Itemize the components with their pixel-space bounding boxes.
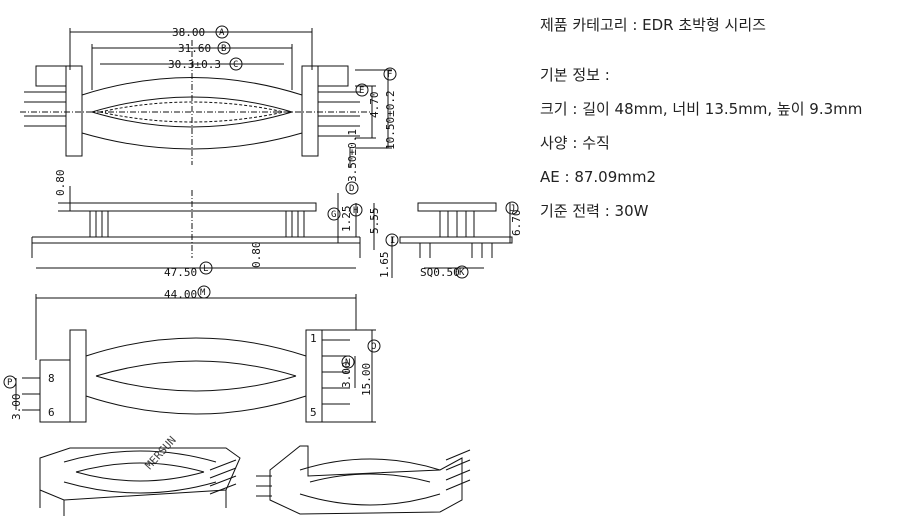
label-d: D (349, 184, 354, 194)
dim-n: 3.00 (340, 362, 353, 389)
end-view (399, 202, 513, 269)
top-view (20, 28, 392, 168)
label-e: E (359, 86, 364, 96)
dim-l: 47.50 (164, 266, 197, 279)
side-view (31, 186, 393, 278)
dim-m: 44.00 (164, 288, 197, 301)
dim-h: 1.25 (340, 206, 353, 233)
dim-k: SQ0.50 (420, 266, 460, 279)
pin-1: 1 (310, 332, 317, 345)
dim-d: 3.50±0.1 (346, 129, 359, 182)
dim-e: 4.70 (368, 92, 381, 119)
pin-6: 6 (48, 406, 55, 419)
dim-p: 3.00 (10, 394, 23, 421)
label-b: B (221, 44, 226, 54)
pin-5: 5 (310, 406, 317, 419)
label-c: C (233, 60, 238, 70)
label-i: I (390, 236, 395, 246)
pin-8: 8 (48, 372, 55, 385)
label-f: F (387, 70, 392, 80)
label-j: J (510, 204, 515, 214)
label-p: P (7, 378, 13, 388)
dim-f: 10.50±0.2 (384, 90, 397, 150)
label-n: N (345, 358, 350, 368)
dim-o: 15.00 (360, 363, 373, 396)
dim-b: 31.60 (178, 42, 211, 55)
dim-c: 30.3±0.3 (168, 58, 221, 71)
orientation-spec: 사양 : 수직 (540, 134, 610, 152)
label-a: A (219, 28, 225, 38)
label-g: G (331, 210, 336, 220)
dim-a: 38.00 (172, 26, 205, 39)
ae-spec: AE : 87.09mm2 (540, 168, 657, 186)
isometric-view-left (39, 447, 241, 516)
size-spec: 크기 : 길이 48mm, 너비 13.5mm, 높이 9.3mm (540, 100, 863, 118)
technical-drawing: 38.00 31.60 30.3±0.3 4.70 10.50±0.2 3.50… (3, 25, 520, 516)
label-m: M (200, 288, 206, 298)
dim-g: 0.80 (54, 170, 67, 197)
isometric-view-right (256, 445, 471, 515)
basic-info-heading: 기본 정보 : (540, 66, 610, 84)
dim-j: 6.70 (510, 210, 520, 237)
label-o: O (371, 342, 376, 352)
product-info: 제품 카테고리 : EDR 초박형 시리즈 기본 정보 : 크기 : 길이 48… (540, 8, 895, 228)
dim-l2: 0.80 (250, 242, 263, 269)
product-category: 제품 카테고리 : EDR 초박형 시리즈 (540, 16, 766, 34)
label-l: L (203, 264, 208, 274)
dim-k-left: 1.65 (378, 252, 391, 279)
bottom-view (15, 294, 376, 423)
power-spec: 기준 전력 : 30W (540, 202, 649, 220)
label-h: H (353, 206, 358, 216)
dim-i: 5.55 (368, 208, 381, 235)
label-k: K (459, 268, 465, 278)
